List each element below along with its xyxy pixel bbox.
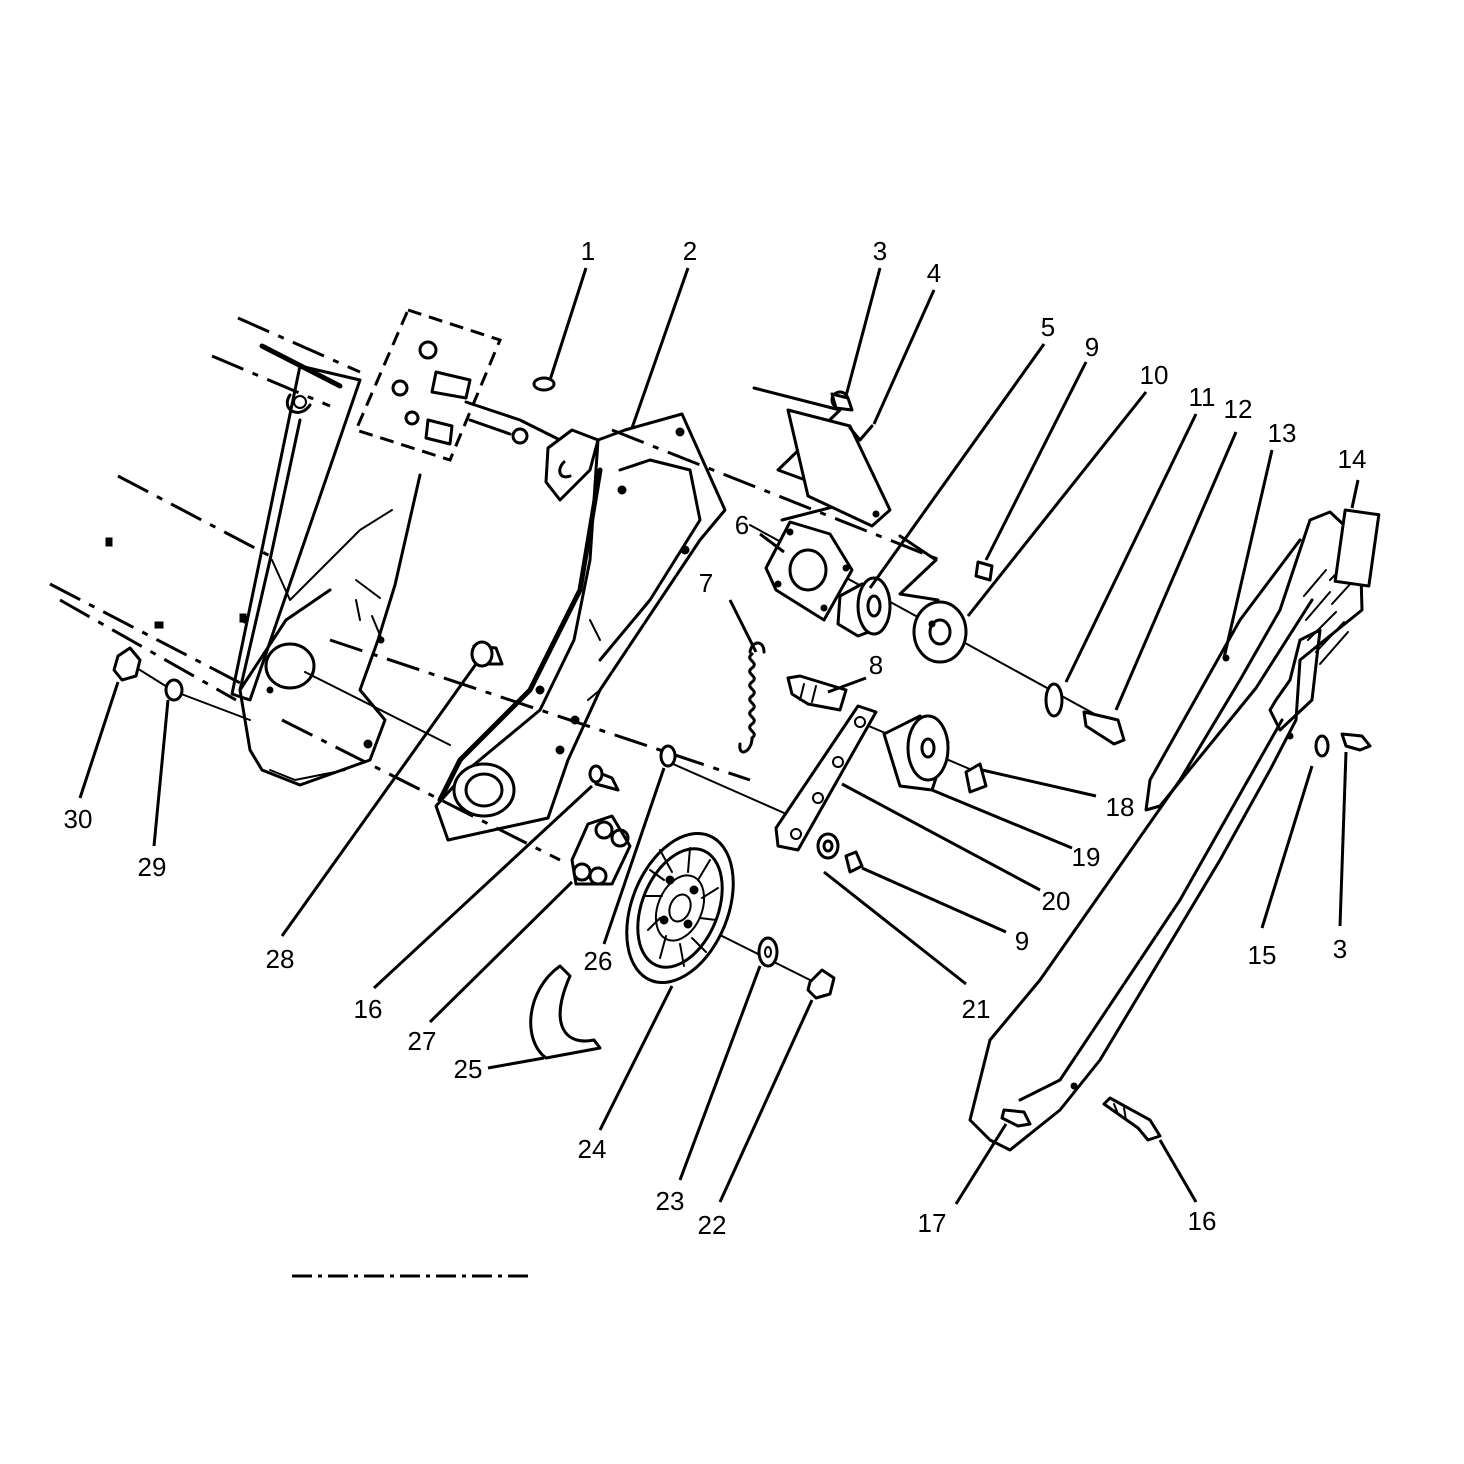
bolt-12: [1082, 710, 1126, 746]
callout-13: 13: [1268, 418, 1297, 448]
flange-bolt-28: [470, 640, 504, 668]
idler-pulley-19: [882, 714, 950, 792]
nut-22: [806, 968, 836, 1000]
callout-25: 25: [454, 1054, 483, 1084]
callout-10: 10: [1140, 360, 1169, 390]
extension-spring: [738, 641, 766, 754]
callout-4: 4: [927, 258, 941, 288]
callout-21: 21: [962, 994, 991, 1024]
bolt-3-right: [1340, 732, 1372, 752]
callout-labels: 1 2 3 4 5 9 10 11 12 13 14 6 7 8 18 19 2…: [64, 236, 1367, 1240]
bolt-1: [532, 376, 556, 392]
callout-26: 26: [584, 946, 613, 976]
pulley-hub: [912, 600, 968, 664]
callout-2: 2: [683, 236, 697, 266]
callout-14: 14: [1338, 444, 1367, 474]
callout-19: 19: [1072, 842, 1101, 872]
callout-30: 30: [64, 804, 93, 834]
callout-6: 6: [735, 510, 749, 540]
idler-bracket-plate: [764, 520, 854, 622]
bolt-17: [1000, 1108, 1032, 1128]
washer-29: [164, 678, 184, 702]
callout-9-top: 9: [1085, 332, 1099, 362]
callout-11: 11: [1189, 382, 1216, 412]
bolt-3-top: [830, 392, 854, 412]
washer-21: [816, 832, 840, 860]
callout-29: 29: [138, 852, 167, 882]
nut-30: [112, 646, 142, 682]
callout-16-left: 16: [354, 994, 383, 1024]
callout-20: 20: [1042, 886, 1071, 916]
shoulder-bolt-8: [786, 674, 848, 712]
callout-18: 18: [1106, 792, 1135, 822]
washer-26: [659, 744, 677, 768]
callout-8: 8: [869, 650, 883, 680]
washer-23: [757, 936, 779, 968]
callout-9-lower: 9: [1015, 926, 1029, 956]
tine-housing-frame: [49, 316, 422, 787]
chain-link-27: [570, 814, 632, 886]
callout-3-top: 3: [873, 236, 887, 266]
callout-24: 24: [578, 1134, 607, 1164]
callout-3-right: 3: [1333, 934, 1347, 964]
bolt-16-lower: [1102, 1096, 1162, 1142]
mounting-bracket: [544, 428, 600, 502]
callout-15: 15: [1248, 940, 1277, 970]
spacer-18: [964, 762, 988, 794]
callout-17: 17: [918, 1208, 947, 1238]
shaft-detail-inset: [353, 308, 562, 462]
callout-12: 12: [1224, 394, 1253, 424]
guard-bracket: [752, 386, 892, 528]
callout-23: 23: [656, 1186, 685, 1216]
idler-arm: [774, 704, 878, 852]
callout-27: 27: [408, 1026, 437, 1056]
leader-lines: [78, 267, 1360, 1205]
drive-pulley-24: [625, 831, 735, 985]
callout-5: 5: [1041, 312, 1055, 342]
washer-15: [1314, 734, 1330, 758]
callout-7: 7: [699, 568, 713, 598]
callout-16-right: 16: [1188, 1206, 1217, 1236]
bolt-16-upper: [588, 764, 620, 792]
flange-bearing: [836, 534, 940, 638]
washer-11: [1044, 682, 1064, 718]
callout-22: 22: [698, 1210, 727, 1240]
chaincase-left-half: [434, 412, 727, 842]
chaincase-cover: [968, 508, 1381, 1152]
spacer-9-top: [974, 560, 994, 582]
belt-25: [529, 964, 602, 1060]
callout-1: 1: [581, 236, 595, 266]
callout-28: 28: [266, 944, 295, 974]
nut-9-lower: [844, 850, 864, 874]
